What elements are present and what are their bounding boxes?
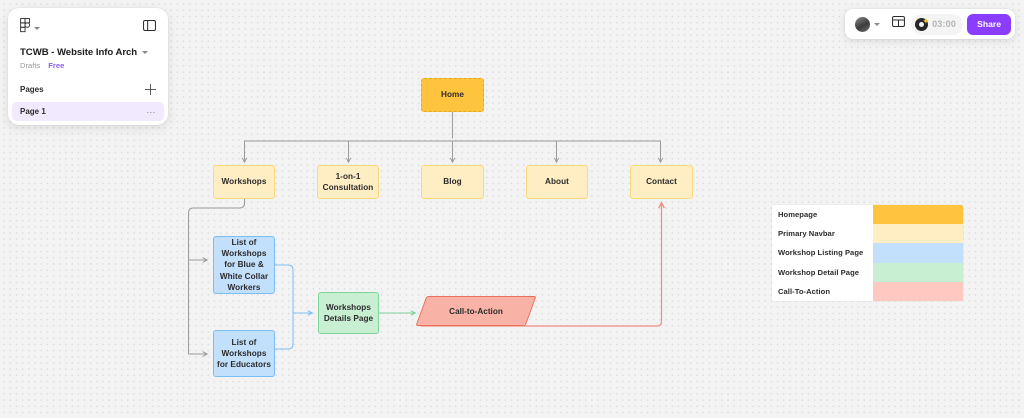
legend-label: Workshop Listing Page — [772, 243, 873, 263]
panel-divider — [8, 70, 168, 81]
figma-logo-icon — [20, 18, 31, 38]
legend-label: Workshop Detail Page — [772, 262, 873, 282]
share-button[interactable]: Share — [967, 13, 1011, 35]
figma-menu-button[interactable] — [20, 18, 40, 38]
legend-swatch — [873, 205, 963, 225]
chevron-down-icon — [34, 26, 40, 30]
grid-layout-icon — [892, 15, 906, 33]
panel-layout-icon[interactable] — [143, 19, 156, 37]
node-label: Home — [441, 90, 464, 100]
document-title-row[interactable]: TCWB - Website Info Arch — [8, 38, 168, 58]
plan-badge: Free — [48, 61, 65, 70]
pages-list: Page 1 ⋯ — [8, 102, 168, 121]
node-label: Blog — [443, 177, 462, 187]
node-label: List of Workshops for Educators — [217, 337, 271, 370]
node-details[interactable]: Workshops Details Page — [318, 292, 379, 334]
legend-label: Call-To-Action — [772, 281, 873, 301]
chevron-down-icon — [142, 51, 149, 54]
legend-swatch — [873, 243, 963, 263]
timer-badge-icon: ✦ — [915, 15, 930, 31]
legend-row: Call-To-Action — [772, 281, 963, 301]
node-blog[interactable]: Blog — [421, 165, 484, 199]
legend-swatch — [873, 281, 963, 301]
timer-button[interactable]: ✦ 03:00 — [911, 13, 964, 35]
node-contact[interactable]: Contact — [630, 165, 693, 199]
node-about[interactable]: About — [526, 165, 588, 199]
chevron-down-icon — [874, 22, 881, 26]
grid-layout-button[interactable] — [886, 13, 911, 35]
node-consult[interactable]: 1-on-1 Consultation — [317, 165, 379, 199]
legend-row: Primary Navbar — [772, 224, 963, 244]
page-label: Page 1 — [20, 107, 46, 116]
node-label: List of Workshops for Blue & White Colla… — [219, 238, 269, 292]
node-workshops[interactable]: Workshops — [213, 165, 275, 199]
folder-label: Drafts — [20, 61, 41, 70]
top-toolbar: ✦ 03:00 Share — [845, 9, 1015, 39]
legend-label: Homepage — [772, 205, 873, 225]
legend-swatch — [873, 224, 963, 244]
node-listing-edu[interactable]: List of Workshops for Educators — [213, 330, 275, 377]
more-options-icon[interactable]: ⋯ — [146, 106, 156, 117]
pages-label: Pages — [20, 85, 44, 94]
pages-header: Pages — [8, 81, 168, 98]
node-label: 1-on-1 Consultation — [322, 171, 374, 192]
document-meta-row: Drafts Free — [8, 58, 168, 70]
avatar-menu-button[interactable] — [849, 13, 886, 35]
page-title: TCWB - Website Info Arch — [20, 47, 138, 58]
node-label: Contact — [646, 177, 677, 187]
legend-swatch — [873, 262, 963, 282]
node-listing-bw[interactable]: List of Workshops for Blue & White Colla… — [213, 236, 275, 294]
node-label: Call-to-Action — [449, 306, 503, 316]
node-home[interactable]: Home — [421, 78, 484, 112]
timer-value: 03:00 — [932, 19, 957, 29]
legend-row: Workshop Listing Page — [772, 243, 963, 263]
legend-row: Homepage — [772, 205, 963, 225]
legend-row: Workshop Detail Page — [772, 262, 963, 282]
avatar — [855, 16, 871, 32]
panel-top-bar — [8, 8, 168, 38]
node-label: Workshops — [221, 177, 267, 187]
sidebar-item-page-1[interactable]: Page 1 ⋯ — [12, 102, 164, 121]
node-label: Workshops Details Page — [323, 302, 374, 323]
node-label: About — [545, 177, 569, 187]
plus-icon[interactable] — [145, 84, 156, 95]
node-cta[interactable]: Call-to-Action — [415, 296, 537, 326]
file-panel: TCWB - Website Info Arch Drafts Free Pag… — [8, 8, 168, 125]
star-icon: ✦ — [922, 15, 930, 26]
legend-label: Primary Navbar — [772, 224, 873, 244]
